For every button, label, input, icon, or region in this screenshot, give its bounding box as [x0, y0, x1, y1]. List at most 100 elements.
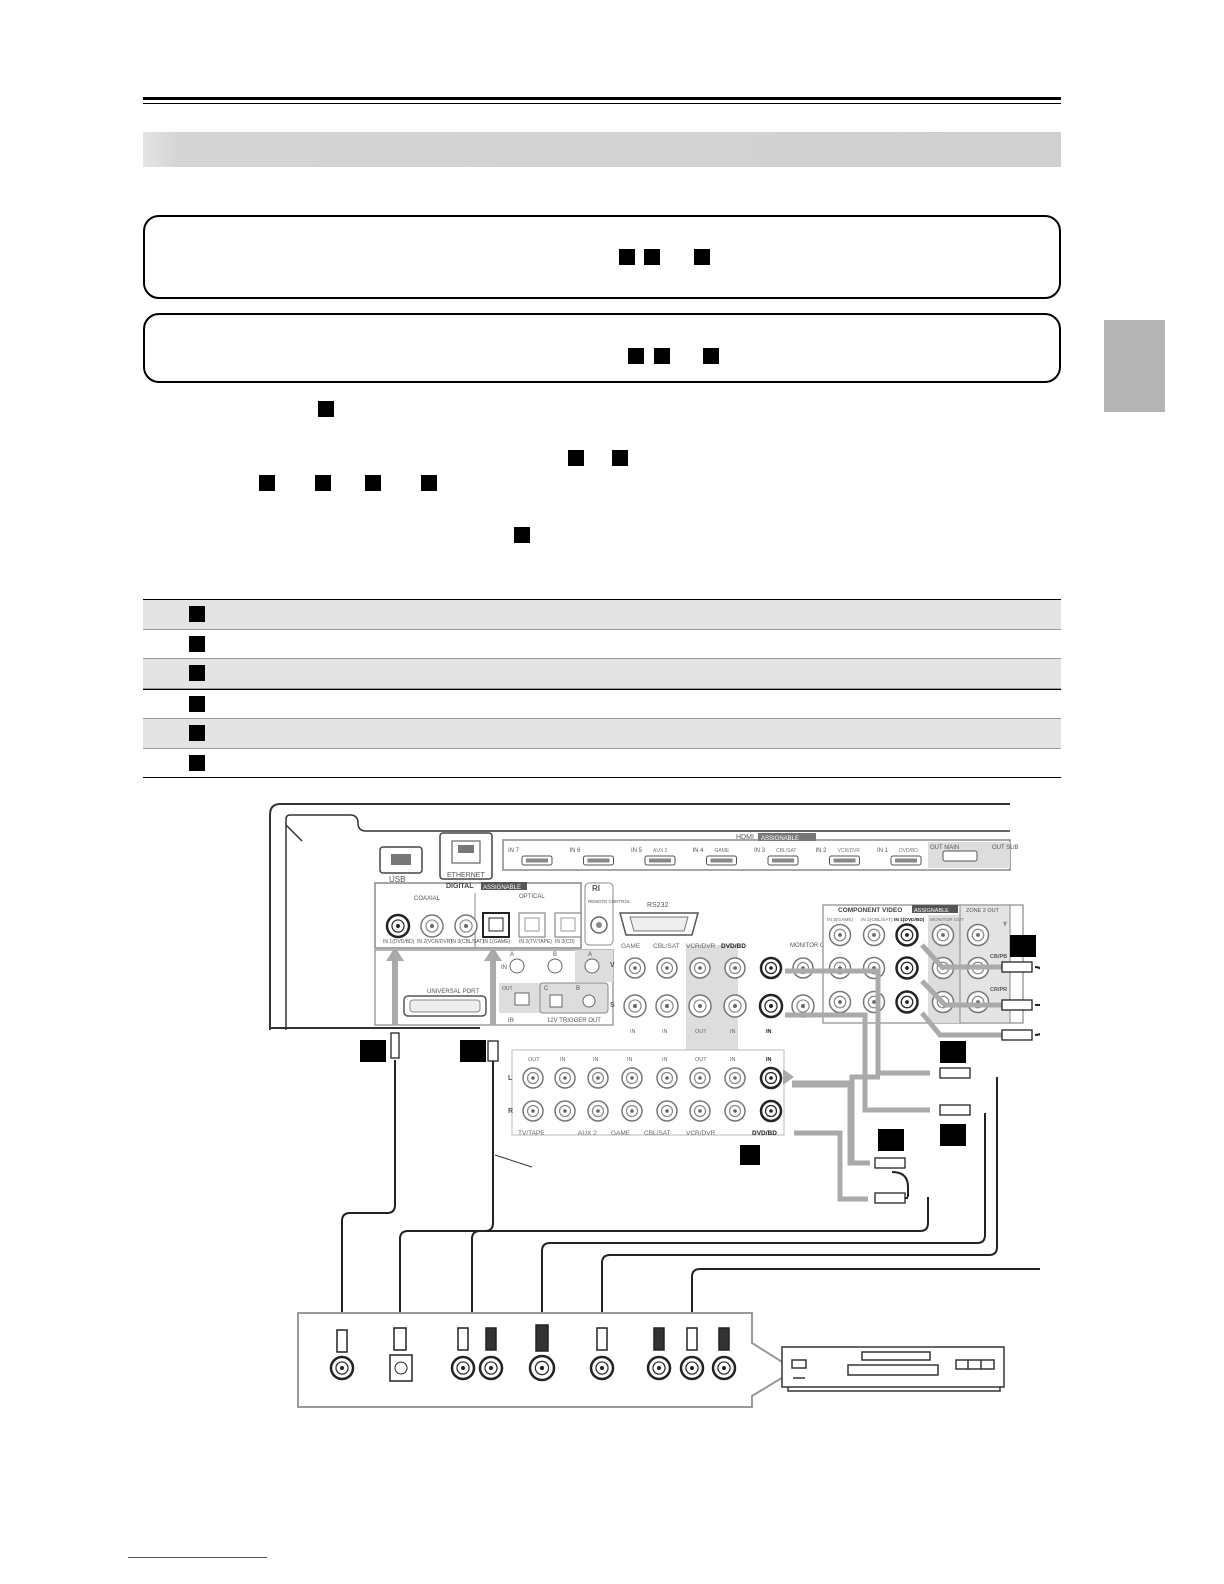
table-row	[143, 658, 1061, 689]
optical-input-label: IN 3(CD)	[555, 939, 575, 945]
trigger-a-label: A	[588, 952, 592, 958]
optical-jack-inner	[488, 917, 504, 932]
digital-label: DIGITAL	[446, 883, 474, 890]
coaxial-label: COAXIAL	[414, 896, 441, 902]
coax-jack-pin	[396, 924, 400, 928]
note-box-2	[143, 313, 1061, 383]
callout-marker	[259, 475, 275, 491]
callout-marker	[644, 249, 660, 265]
component-label: COMPONENT VIDEO	[838, 907, 902, 914]
callout-marker	[740, 1145, 760, 1165]
signal-arrows	[386, 943, 1002, 1202]
coax-plug	[390, 1032, 400, 1059]
footer-rule	[128, 1557, 267, 1558]
audio-group-label: VCR/DVR	[686, 1130, 716, 1137]
audio-r-jack-pin	[596, 1109, 600, 1113]
callout-marker	[940, 1124, 966, 1146]
hdmi-input-label: IN 4	[693, 848, 705, 854]
table-row	[143, 688, 1061, 719]
connection-table	[143, 599, 1061, 778]
ir-in-b-jack	[547, 958, 563, 974]
component-jack-pin	[905, 933, 909, 937]
rs232-label: RS232	[647, 902, 669, 909]
component-assignable: ASSIGNABLE	[914, 908, 949, 914]
zone2-label: ZONE 2 OUT	[966, 908, 1000, 914]
callout-marker	[1010, 935, 1036, 957]
ir-label: IR	[508, 1018, 515, 1024]
audio-l-jack-pin	[531, 1076, 535, 1080]
in-label: IN	[630, 1029, 636, 1035]
audio-l-jack-pin	[665, 1076, 669, 1080]
audio-plug	[485, 1327, 497, 1351]
callout-marker	[628, 348, 644, 364]
component-plug	[653, 1327, 665, 1351]
callout-marker	[940, 1041, 966, 1063]
ir-out-jack	[514, 992, 530, 1006]
audio-plug	[874, 1192, 906, 1204]
callout-marker	[360, 1040, 386, 1062]
component-jack-pin	[976, 933, 980, 937]
svideo-plug	[535, 1324, 549, 1352]
svideo-jack-pin	[633, 1004, 637, 1008]
callout-marker	[189, 665, 205, 681]
audio-r-jack-pin	[665, 1109, 669, 1113]
callout-marker	[654, 348, 670, 364]
audio-l-jack-pin	[630, 1076, 634, 1080]
source-optical-jack-inner	[394, 1361, 408, 1375]
callout-marker	[365, 475, 381, 491]
in-label: IN	[662, 1057, 668, 1063]
source-component-jack-pin	[657, 1366, 661, 1370]
out-label: OUT	[695, 1057, 707, 1063]
audio-l-jack-pin	[596, 1076, 600, 1080]
optical-plug	[393, 1327, 407, 1351]
hdmi-out-main-socket	[942, 850, 978, 862]
callout-marker	[315, 475, 331, 491]
svideo-plug	[939, 1104, 971, 1116]
optical-input-label: IN 1(GAME)	[483, 939, 511, 945]
hdmi-socket-pins	[526, 858, 548, 863]
table-row	[143, 747, 1061, 778]
hdmi-input-label: IN 1	[877, 848, 889, 854]
digital-audio-group	[374, 882, 582, 949]
audio-group-label: TV/TAPE	[518, 1130, 545, 1137]
component-y-label: Y	[1003, 922, 1007, 928]
component-cr-label: CR/PR	[990, 987, 1007, 993]
source-video-jack-pin	[600, 1366, 604, 1370]
source-svideo-jack-pin	[539, 1365, 545, 1371]
row-l-label: L	[508, 1075, 513, 1082]
callout-marker	[189, 725, 205, 741]
in-label: IN	[730, 1029, 736, 1035]
receiver-back-panel	[269, 803, 1010, 1030]
coax-plug	[336, 1329, 348, 1353]
optical-label: OPTICAL	[519, 894, 545, 900]
trigger-label: 12V TRIGGER OUT	[547, 1018, 601, 1024]
av-group-label: CBL/SAT	[653, 943, 680, 950]
audio-l-jack-pin	[698, 1076, 702, 1080]
in-label: IN	[627, 1057, 633, 1063]
hdmi-socket-pins	[710, 858, 733, 863]
callout-marker	[460, 1040, 486, 1062]
source-device-jacks	[329, 1354, 737, 1382]
audio-plug	[874, 1157, 906, 1169]
header-rule-thick	[143, 97, 1061, 100]
hdmi-input-label: IN 6	[570, 848, 582, 854]
monitor-out-label: MONITOR OUT	[790, 943, 833, 949]
callout-marker	[568, 450, 584, 466]
coax-input-label: IN 1(DVD/BD)	[383, 939, 415, 945]
in-label: IN	[593, 1057, 599, 1063]
audio-r-jack-pin	[563, 1109, 567, 1113]
composite-video-jack-pin	[633, 966, 637, 970]
component-input-label: IN 2(CBL/SAT)	[861, 917, 893, 923]
cables	[341, 966, 1040, 1340]
source-component-jack-pin	[722, 1366, 726, 1370]
svideo-jack-pin	[698, 1004, 702, 1008]
hdmi-input-note: AUX 2	[653, 848, 668, 854]
ri-label: RI	[592, 884, 600, 893]
callout-marker	[421, 475, 437, 491]
optical-input-label: IN 2(TV/TAPE)	[519, 939, 552, 945]
hdmi-input-label: IN 5	[631, 848, 643, 854]
